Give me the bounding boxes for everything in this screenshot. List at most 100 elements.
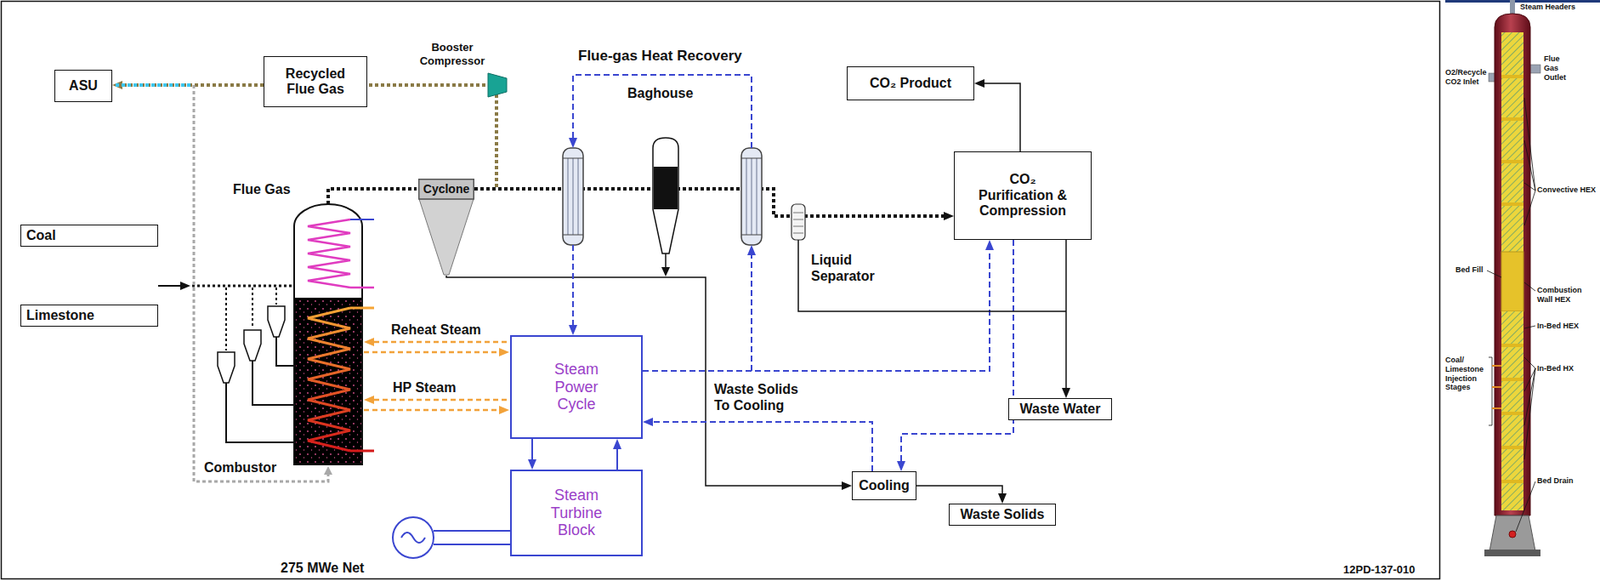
combustor-cutaway-part	[1509, 0, 1515, 16]
leader-lines-part	[1524, 97, 1536, 191]
flow-line	[650, 421, 873, 471]
cyclone-cone	[419, 198, 474, 275]
flow-line	[446, 275, 845, 486]
leader-lines-part	[1524, 357, 1536, 369]
part-label: Bed Fill	[1455, 265, 1484, 275]
annotation-label: 275 MWe Net	[280, 559, 364, 576]
generator-symbol-part	[433, 543, 511, 545]
annotation-label: HP Steam	[392, 379, 456, 396]
water-loop-part	[573, 74, 752, 148]
combustor-vessel-part	[350, 306, 375, 310]
flow-line	[367, 85, 497, 189]
feed-system-part	[158, 284, 181, 287]
flow-connector	[642, 417, 873, 471]
baghouse-filter	[652, 137, 679, 277]
generator-symbol-part	[433, 529, 511, 532]
process-box: Steam Turbine Block	[510, 469, 643, 557]
generator-symbol	[392, 516, 511, 558]
flow-line	[616, 446, 619, 470]
cyclone-head	[419, 179, 475, 199]
combustor-cutaway-part	[1501, 202, 1524, 206]
node-text: CO₂ Product	[869, 75, 952, 91]
combustor-cutaway-part	[1501, 117, 1524, 121]
liquid-separator-part	[798, 239, 1067, 312]
steam-arrows-part	[363, 337, 375, 347]
leader-lines-part	[1524, 182, 1536, 191]
unit-box: ASU	[54, 69, 113, 103]
leader-lines-part	[1524, 282, 1536, 291]
flow-connector	[642, 239, 994, 371]
combustor-cutaway-part	[1501, 159, 1524, 164]
process-box: CO₂ Purification & Compression	[953, 151, 1092, 240]
feed-system-part	[251, 287, 254, 329]
flow-connector	[896, 239, 1014, 471]
annotation-label: Reheat Steam	[391, 321, 482, 338]
node-text: Limestone	[26, 307, 95, 324]
node-text: Waste Water	[1020, 401, 1101, 417]
part-label: In-Bed HX	[1537, 363, 1574, 374]
leader-lines-part	[1524, 140, 1536, 191]
baghouse-filter-part	[664, 253, 667, 267]
baghouse-filter-part	[652, 137, 679, 254]
panel-frame	[1, 1, 1441, 579]
combustor-cutaway-part	[1501, 74, 1524, 79]
feed-system-part	[225, 287, 227, 351]
arrowhead	[985, 239, 994, 250]
combustor-vessel-part	[294, 204, 363, 465]
heat-exchanger-part	[578, 158, 579, 235]
drawing-number: 12PD-137-010	[1343, 562, 1416, 577]
heat-exchanger-part	[573, 158, 574, 235]
combustor-vessel-part	[307, 307, 351, 451]
combustor-vessel-part	[350, 449, 375, 453]
annotation-label: Flue-gas Heat Recovery	[578, 47, 743, 65]
combustor-vessel	[294, 204, 375, 465]
flow-connector	[612, 438, 622, 470]
water-loop-part	[747, 244, 756, 256]
process-box: Recycled Flue Gas	[263, 56, 368, 108]
product-box: CO₂ Product	[846, 66, 975, 101]
feed-system	[158, 281, 295, 443]
part-label: Coal/ Limestone Injection Stages	[1445, 355, 1484, 392]
flow-connector	[916, 485, 1007, 504]
steam-arrows-part	[499, 405, 510, 415]
injection-ticks-part	[1492, 407, 1502, 409]
liquid-separator-part	[793, 219, 804, 221]
recycle-line	[115, 85, 333, 482]
flow-line	[1065, 239, 1067, 391]
feed-system-part	[276, 336, 295, 366]
process-box: Steam Power Cycle	[510, 334, 643, 439]
leader-lines-part	[1515, 481, 1536, 532]
flow-connector	[112, 80, 264, 90]
heat-exchanger-part	[746, 158, 748, 235]
annotation-label: Booster Compressor	[418, 40, 487, 68]
heat-exchanger-part	[562, 147, 584, 245]
part-label: Flue Gas Outlet	[1543, 54, 1566, 82]
flow-connector	[446, 275, 852, 490]
heat-exchanger-part	[562, 158, 584, 159]
feed-system-part	[267, 306, 285, 337]
flow-connector	[1061, 239, 1071, 398]
part-label: Convective HEX	[1537, 185, 1596, 195]
node-text: Recycled Flue Gas	[272, 66, 358, 98]
heat-exchanger-part	[741, 234, 762, 236]
annotation-label: Waste Solids To Cooling	[714, 380, 810, 414]
process-box: Cooling	[851, 470, 917, 500]
steam-arrows-part	[363, 351, 500, 354]
combustor-cutaway-part	[1501, 311, 1524, 511]
heat-exchanger-part	[741, 158, 762, 159]
combustor-vessel-part	[350, 286, 375, 290]
steam-arrows-part	[499, 347, 510, 357]
part-label: Bed Drain	[1537, 476, 1574, 486]
injection-ticks	[1492, 365, 1502, 409]
generator-symbol-part	[392, 516, 434, 558]
leader-lines-part	[1524, 325, 1536, 329]
feed-system-part	[243, 329, 261, 361]
combustor-cutaway-part	[1489, 515, 1536, 551]
feed-system-part	[180, 281, 191, 290]
heat-exchanger	[562, 147, 584, 245]
arrowhead	[841, 481, 852, 490]
panel-rule	[1445, 0, 1600, 3]
arrowhead	[896, 460, 906, 471]
